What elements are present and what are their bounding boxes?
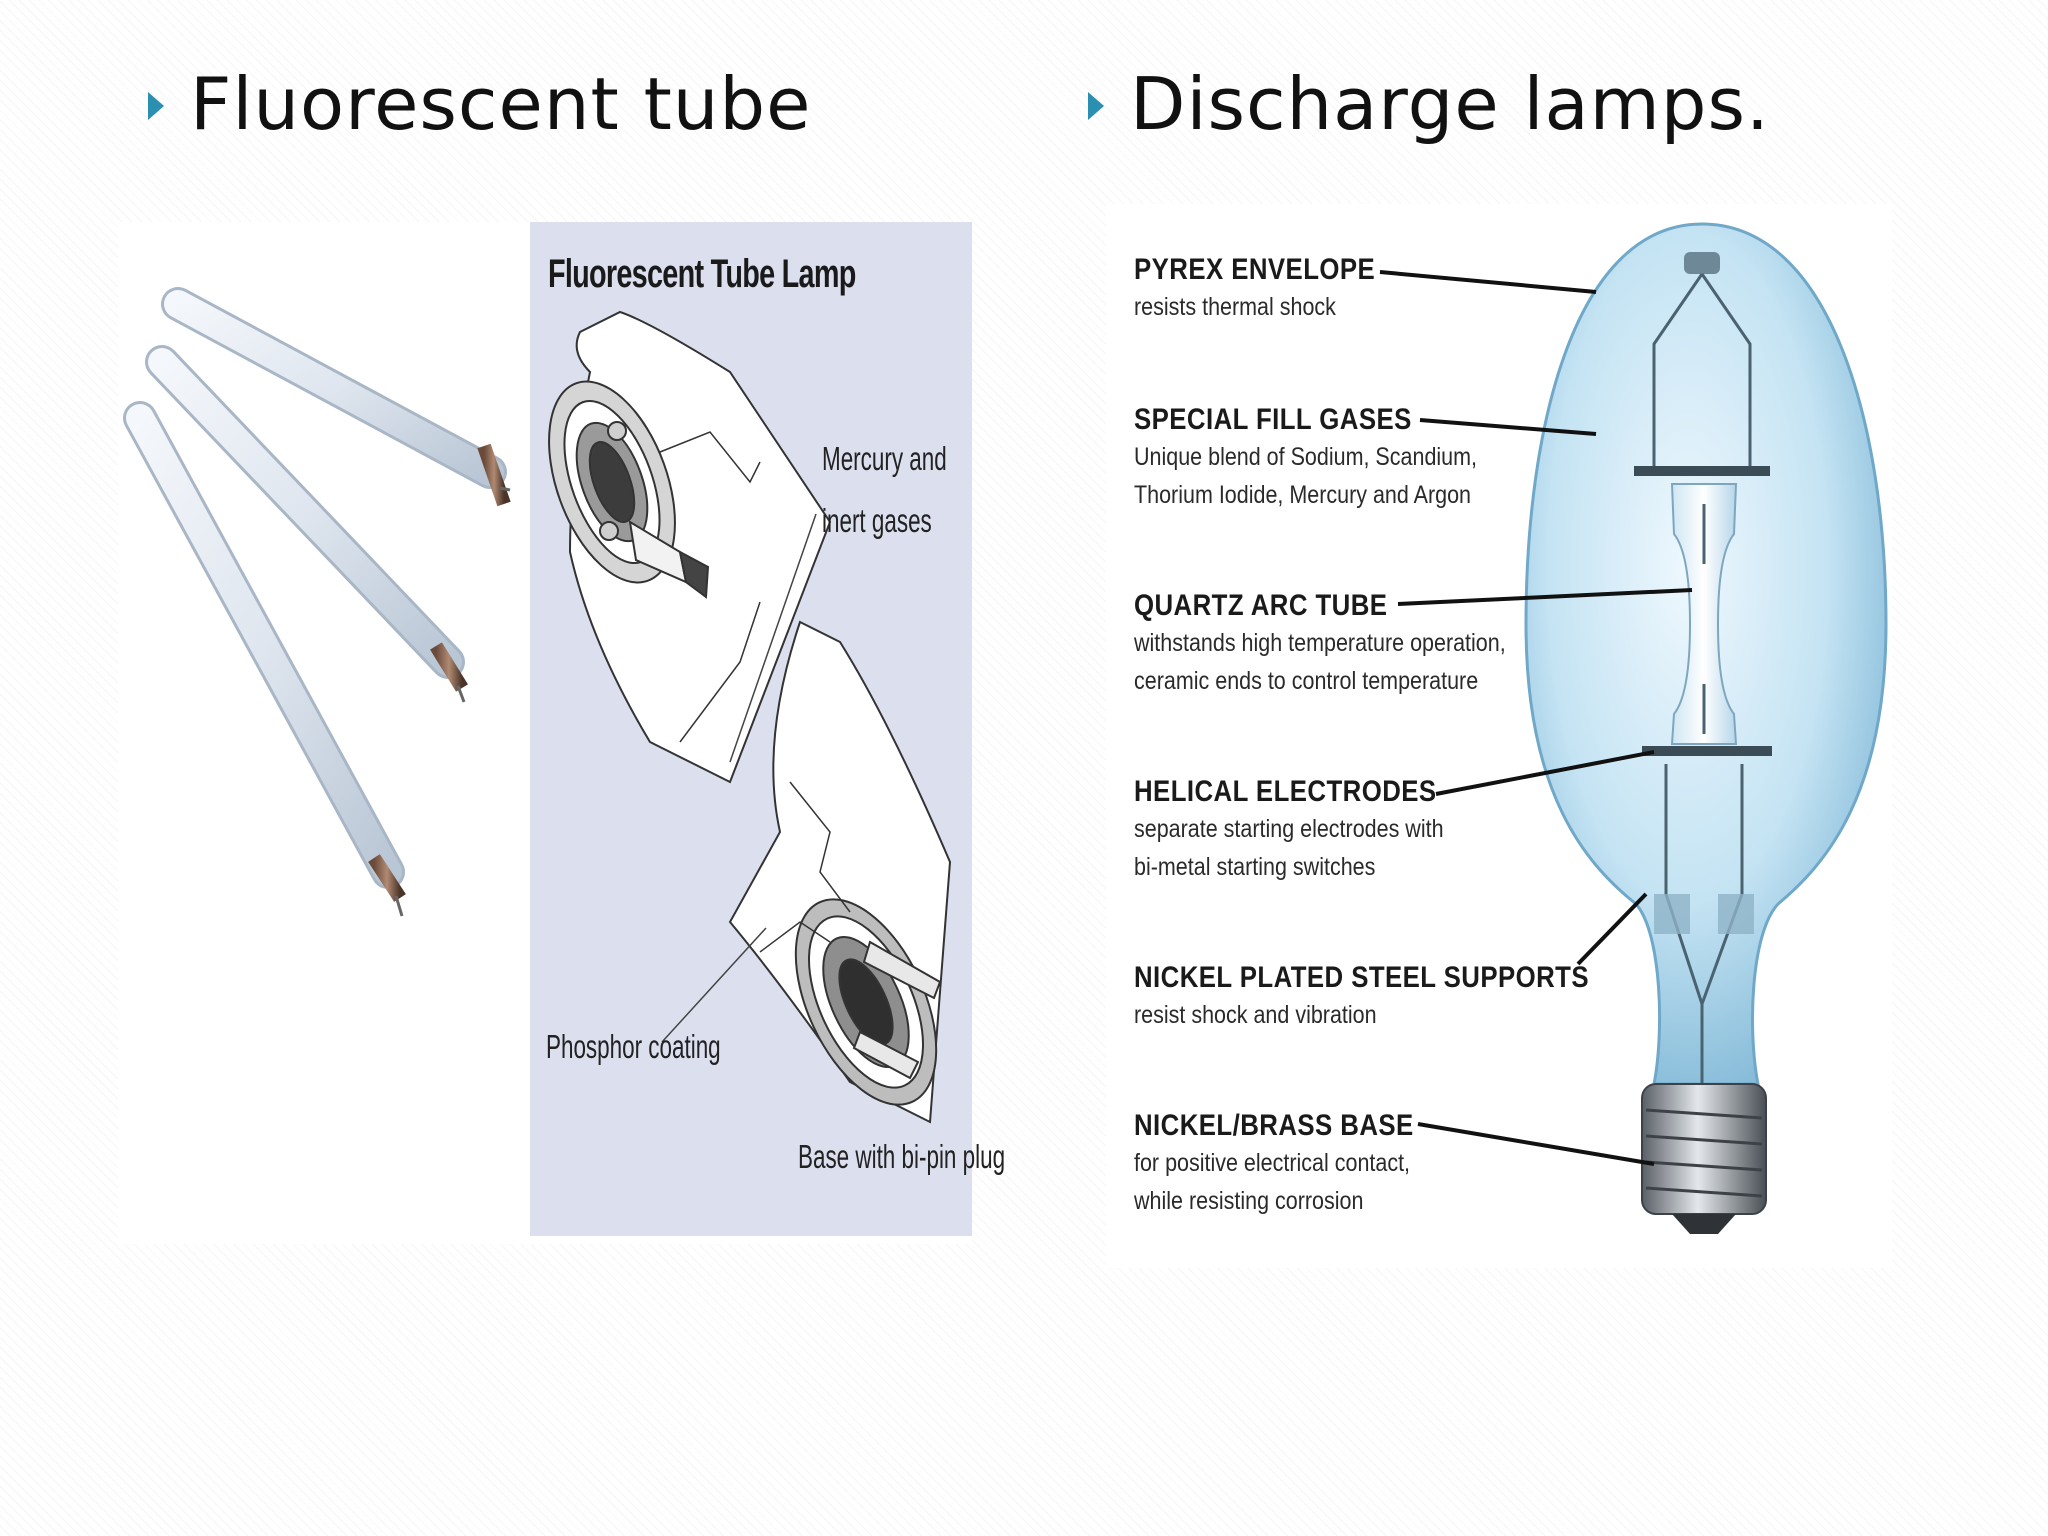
- quartz-arc-tube: [1670, 483, 1738, 745]
- discharge-lamp-figure: PYREX ENVELOPE resists thermal shock SPE…: [1106, 204, 1892, 1268]
- bullet-arrow-icon: [148, 92, 164, 120]
- fluorescent-tube-3: [123, 401, 406, 917]
- callout-pyrex-envelope: PYREX ENVELOPE resists thermal shock: [1134, 252, 1375, 326]
- fluorescent-tube-1: [161, 287, 511, 507]
- diagram-title: Fluorescent Tube Lamp: [548, 252, 856, 296]
- diagram-leader-lines: [661, 513, 817, 1043]
- bullet-arrow-icon: [1088, 92, 1104, 120]
- callout-leader-lines: [1379, 270, 1693, 1166]
- callout-description: separate starting electrodes with: [1134, 815, 1444, 843]
- callout-nickel-plated-steel-supports: NICKEL PLATED STEEL SUPPORTS resist shoc…: [1134, 960, 1589, 1034]
- label-inert-gases: inert gases: [822, 502, 932, 539]
- callout-special-fill-gases: SPECIAL FILL GASES Unique blend of Sodiu…: [1134, 402, 1477, 514]
- callout-description: resists thermal shock: [1134, 293, 1336, 321]
- fluorescent-tube-2: [145, 345, 468, 703]
- callout-helical-electrodes: HELICAL ELECTRODES separate starting ele…: [1134, 774, 1444, 886]
- callout-description: withstands high temperature operation,: [1134, 629, 1506, 657]
- fluorescent-tube-diagram: Fluorescent Tube Lamp Mercury and inert …: [530, 222, 1005, 1236]
- tube-lower-segment: [728, 620, 952, 1124]
- callout-description: resist shock and vibration: [1134, 1001, 1377, 1029]
- heading-discharge-lamps: Discharge lamps.: [1130, 62, 1770, 146]
- label-base-bi-pin: Base with bi-pin plug: [798, 1138, 1006, 1175]
- callout-quartz-arc-tube: QUARTZ ARC TUBE withstands high temperat…: [1134, 588, 1506, 700]
- callout-description: Thorium Iodide, Mercury and Argon: [1134, 481, 1471, 509]
- heading-fluorescent-tube: Fluorescent tube: [190, 62, 812, 146]
- callout-title: SPECIAL FILL GASES: [1134, 403, 1412, 436]
- callout-title: NICKEL PLATED STEEL SUPPORTS: [1134, 961, 1590, 994]
- nickel-brass-base: [1641, 1083, 1767, 1234]
- fluorescent-figure: Fluorescent Tube Lamp Mercury and inert …: [118, 222, 1005, 1244]
- callout-description: for positive electrical contact,: [1134, 1149, 1411, 1177]
- callout-description: while resisting corrosion: [1134, 1187, 1364, 1215]
- callout-title: PYREX ENVELOPE: [1134, 253, 1376, 286]
- label-mercury-and: Mercury and: [822, 440, 947, 477]
- metal-halide-bulb-drawing: [1379, 222, 1888, 1234]
- callout-description: ceramic ends to control temperature: [1134, 667, 1479, 695]
- fluorescent-tubes-photo: [123, 287, 511, 917]
- callout-nickel-brass-base: NICKEL/BRASS BASE for positive electrica…: [1134, 1108, 1414, 1220]
- callout-title: QUARTZ ARC TUBE: [1134, 589, 1388, 622]
- callout-title: NICKEL/BRASS BASE: [1134, 1109, 1414, 1142]
- bullet-discharge-lamps: Discharge lamps.: [1088, 68, 1770, 140]
- callout-description: bi-metal starting switches: [1134, 853, 1376, 881]
- label-phosphor-coating: Phosphor coating: [546, 1028, 721, 1065]
- callout-title: HELICAL ELECTRODES: [1134, 775, 1437, 808]
- bullet-fluorescent-tube: Fluorescent tube: [148, 68, 811, 140]
- callout-description: Unique blend of Sodium, Scandium,: [1134, 443, 1478, 471]
- tube-upper-segment: [548, 310, 832, 784]
- tube-cutaway-drawing: [548, 310, 952, 1124]
